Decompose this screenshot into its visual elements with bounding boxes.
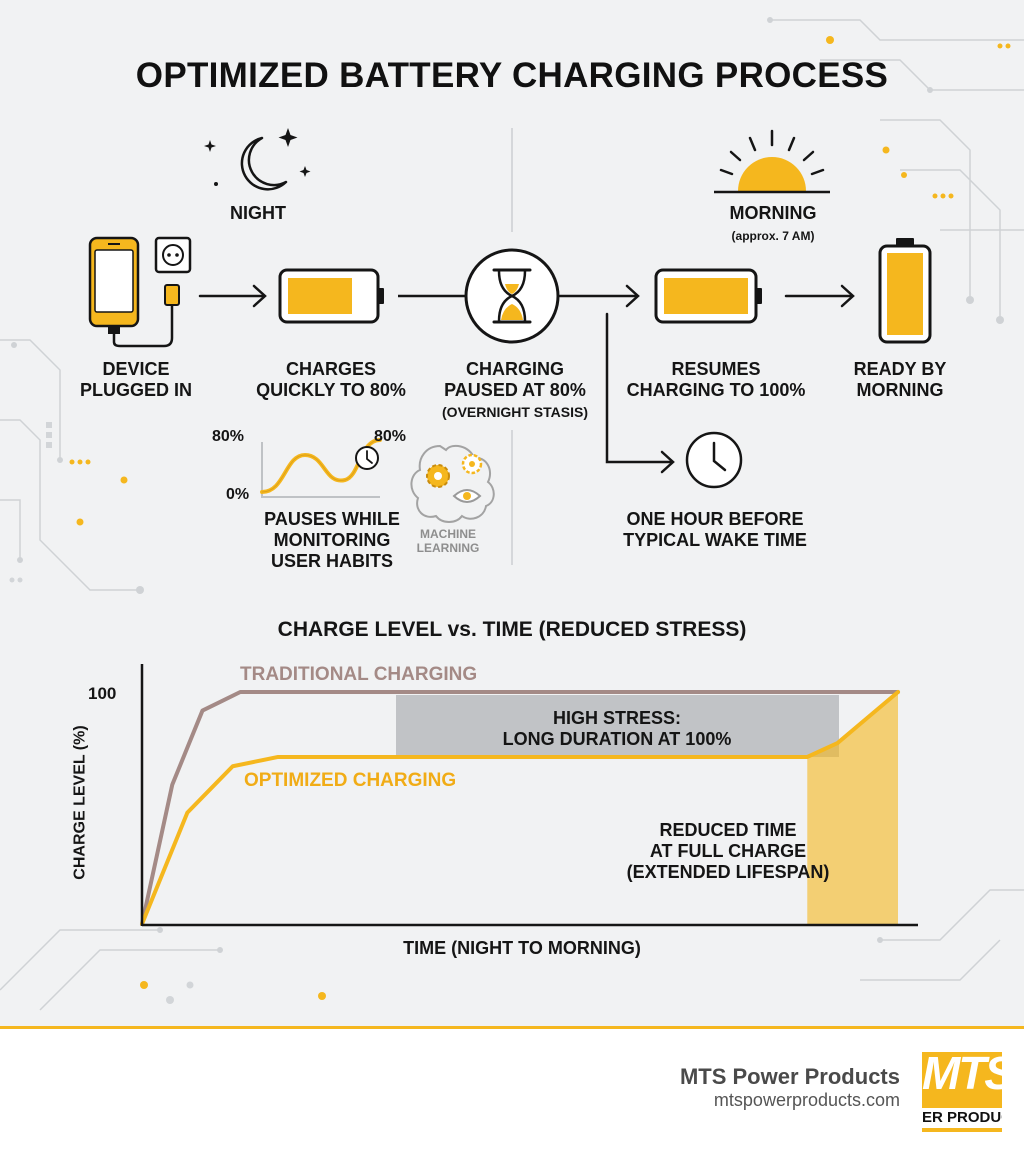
small-clock-icon — [355, 446, 379, 470]
sun-icon — [714, 129, 830, 194]
night-label: NIGHT — [230, 203, 286, 223]
cable-icon — [112, 303, 174, 348]
plug-icon — [164, 284, 180, 306]
logo-text: ER PRODUC — [922, 1109, 1002, 1126]
phone-icon — [88, 236, 140, 334]
y-axis-label: CHARGE LEVEL (%) — [71, 725, 89, 880]
morning-sublabel: (approx. 7 AM) — [731, 229, 815, 243]
morning-label: MORNING — [729, 203, 817, 223]
wave-left-0-label: 0% — [226, 486, 250, 503]
brand-url[interactable]: mtspowerproducts.com — [713, 1090, 900, 1110]
process-diagram — [88, 128, 932, 523]
hourglass-icon — [464, 248, 560, 344]
wave-right-80-label: 80% — [374, 428, 407, 445]
brand-name: MTS Power Products — [679, 1064, 900, 1089]
battery-80-icon — [278, 268, 384, 324]
high-stress-band — [396, 695, 839, 757]
step-paused-sublabel: (OVERNIGHT STASIS) — [442, 404, 588, 420]
moon-icon — [240, 136, 288, 191]
arrow-icon — [784, 284, 855, 308]
brand-logo: MTS ER PRODUC — [922, 1052, 1002, 1132]
charge-level-chart — [140, 664, 918, 927]
wave-left-80-label: 80% — [212, 428, 245, 445]
footer — [0, 1026, 1024, 1157]
y-tick-100: 100 — [88, 684, 117, 703]
eye-icon — [452, 489, 482, 503]
clock-icon — [685, 431, 743, 489]
battery-resume-icon — [654, 268, 762, 324]
outlet-icon — [154, 236, 192, 274]
logo-band — [922, 1108, 1002, 1128]
traditional-series-line — [140, 690, 900, 926]
logo-mark: MTS — [922, 1052, 1002, 1099]
arrow-icon — [558, 284, 640, 308]
gear-icon — [426, 453, 483, 488]
reduced-time-fill — [807, 692, 898, 924]
x-axis-label: TIME (NIGHT TO MORNING) — [403, 938, 641, 958]
optimized-series-line — [140, 690, 900, 926]
page-title: OPTIMIZED BATTERY CHARGING PROCESS — [135, 56, 889, 95]
battery-full-icon — [878, 238, 932, 344]
arrow-icon — [198, 284, 267, 308]
star-icon — [204, 128, 311, 186]
high-stress-annotation: HIGH STRESS:LONG DURATION AT 100% — [502, 708, 732, 749]
chart-title: CHARGE LEVEL vs. TIME (REDUCED STRESS) — [277, 618, 747, 641]
arrow-icon — [605, 312, 675, 474]
optimized-series-label: OPTIMIZED CHARGING — [244, 770, 457, 791]
circuit-background — [0, 17, 1024, 1011]
traditional-series-label: TRADITIONAL CHARGING — [240, 664, 478, 685]
